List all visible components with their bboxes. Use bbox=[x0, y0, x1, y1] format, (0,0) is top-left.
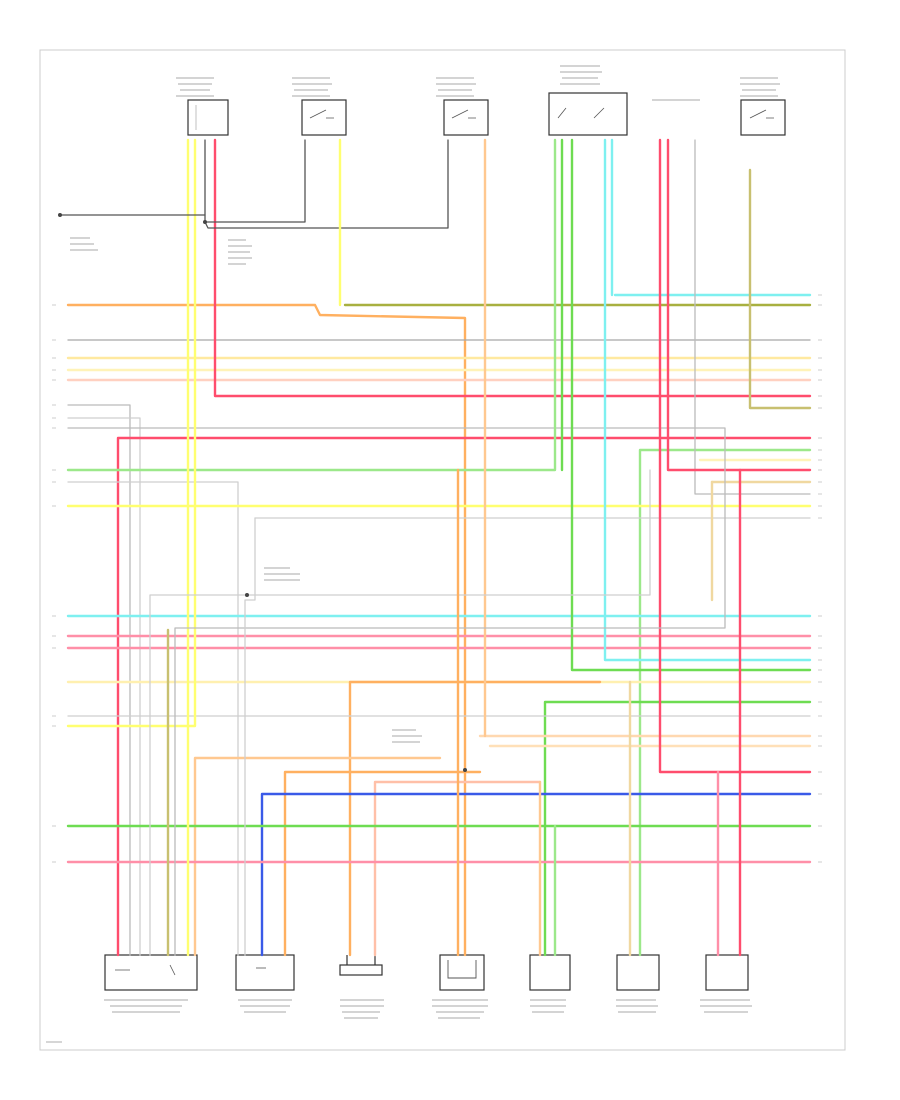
wire-blue-794 bbox=[260, 792, 812, 957]
wire-green-702 bbox=[543, 700, 812, 957]
wire-red-396 bbox=[213, 138, 812, 398]
wire-ltgreen-470 bbox=[66, 138, 557, 472]
wire-gray-428 bbox=[67, 427, 726, 433]
wire-ltyellow-726 bbox=[66, 138, 197, 728]
wire-cyan-660 bbox=[603, 138, 812, 662]
wire-orange-758 bbox=[193, 756, 442, 957]
wire-pink-782 bbox=[373, 780, 542, 957]
right-edge-pins bbox=[818, 294, 822, 863]
wire-green-670 bbox=[570, 138, 812, 672]
label-marks bbox=[46, 65, 780, 1043]
wire-gray-v-right bbox=[174, 431, 726, 956]
horizontal-wires bbox=[66, 138, 812, 957]
wire-gray-418 bbox=[67, 417, 141, 956]
vertical-wires bbox=[59, 138, 742, 957]
bottom-component-6 bbox=[616, 954, 660, 991]
bottom-component-2 bbox=[235, 954, 295, 991]
wire-gray-494 bbox=[694, 139, 811, 495]
wire-orange-772 bbox=[283, 770, 482, 957]
top-component-5 bbox=[740, 99, 786, 136]
bottom-component-4 bbox=[439, 954, 485, 991]
wire-olive-408 bbox=[748, 168, 812, 410]
wire-orange-682 bbox=[348, 680, 602, 957]
left-edge-pins bbox=[52, 304, 56, 863]
top-component-3 bbox=[443, 99, 489, 136]
wire-gray-405 bbox=[67, 404, 131, 956]
bottom-component-3 bbox=[339, 955, 383, 976]
wire-gray-v4 bbox=[149, 469, 651, 956]
bottom-component-7 bbox=[705, 954, 749, 991]
wire-gray-v5 bbox=[244, 517, 256, 956]
wire-ltgreen-450 bbox=[638, 448, 812, 957]
wire-gray-v3 bbox=[204, 139, 449, 229]
splice-points bbox=[58, 213, 467, 772]
bottom-component-5 bbox=[529, 954, 571, 991]
top-component-1 bbox=[187, 99, 229, 136]
wire-orange-top bbox=[66, 303, 467, 957]
wire-gray-v1 bbox=[204, 139, 306, 223]
wire-red-v-right bbox=[666, 138, 742, 957]
wire-red-438 bbox=[116, 436, 812, 957]
wire-red-772 bbox=[658, 138, 812, 774]
top-component-4 bbox=[548, 92, 628, 136]
wire-gray-482 bbox=[67, 481, 239, 956]
top-component-2 bbox=[301, 99, 347, 136]
diagram-frame bbox=[39, 49, 846, 1051]
bottom-component-1 bbox=[104, 954, 198, 991]
